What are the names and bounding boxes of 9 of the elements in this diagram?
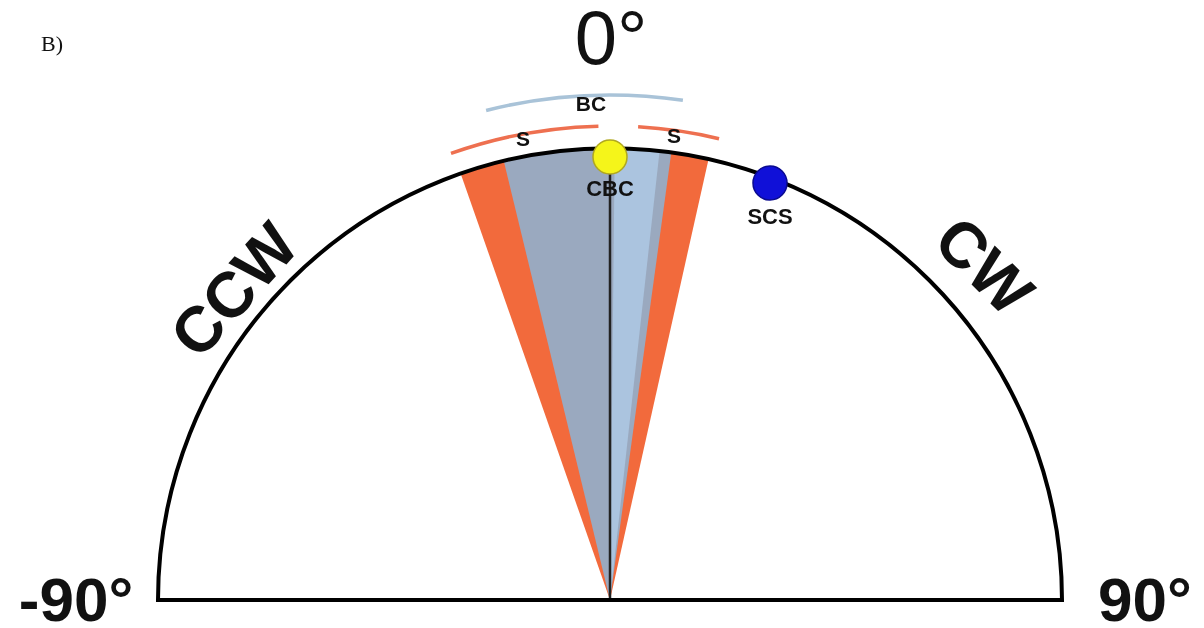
arc-label: BC [575,92,607,114]
angle-label: 0° [574,0,648,76]
panel-label: B) [41,33,63,55]
marker-dot [592,139,628,175]
angle-label: -90° [18,569,134,628]
dot-label: SCS [747,206,793,228]
marker-dot [752,165,788,201]
angle-label: 90° [1098,569,1192,628]
direction-label: CW [923,205,1045,327]
